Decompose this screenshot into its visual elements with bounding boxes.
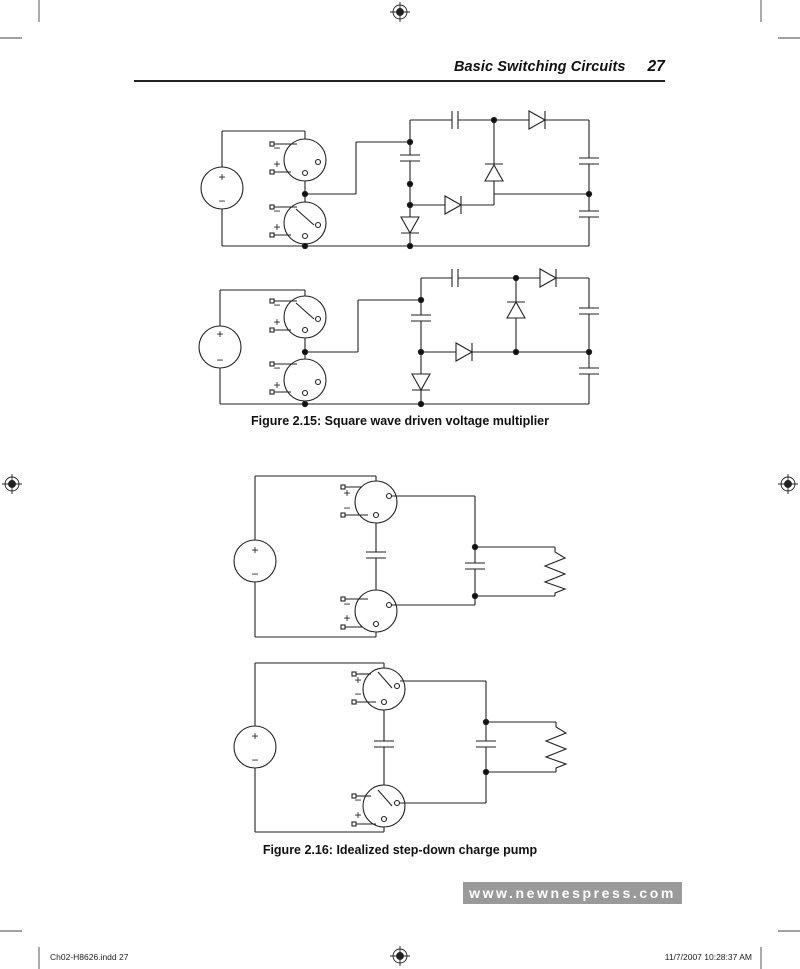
minus-sign: − bbox=[218, 194, 225, 208]
switch-icon bbox=[362, 784, 406, 828]
page-number: 27 bbox=[647, 58, 665, 75]
registration-mark-top bbox=[390, 2, 410, 22]
plus-sign: + bbox=[216, 327, 223, 341]
registration-mark-right bbox=[778, 474, 798, 494]
plus-sign: + bbox=[251, 543, 258, 557]
minus-sign: − bbox=[216, 353, 223, 367]
figure-caption: Figure 2.16: Idealized step-down charge … bbox=[262, 843, 538, 857]
diode-icon bbox=[444, 195, 463, 215]
plus-sign: + bbox=[343, 611, 350, 625]
minus-sign: − bbox=[251, 567, 258, 581]
minus-sign: − bbox=[273, 361, 280, 375]
resistor-icon bbox=[544, 722, 568, 772]
diode-icon bbox=[400, 216, 420, 235]
figure-caption: Figure 2.15: Square wave driven voltage … bbox=[250, 414, 549, 428]
minus-sign: − bbox=[343, 501, 350, 515]
plus-sign: + bbox=[354, 673, 361, 687]
print-timestamp: 11/7/2007 10:28:37 AM bbox=[664, 952, 752, 962]
diode-icon bbox=[528, 110, 547, 130]
plus-sign: + bbox=[343, 486, 350, 500]
plus-sign: + bbox=[251, 729, 258, 743]
plus-sign: + bbox=[273, 220, 280, 234]
diode-icon bbox=[484, 163, 504, 182]
minus-sign: − bbox=[273, 141, 280, 155]
diode-icon bbox=[411, 373, 431, 392]
running-header: Basic Switching Circuits 27 bbox=[454, 58, 665, 76]
plus-sign: + bbox=[354, 808, 361, 822]
fig-2-16-circuit-b bbox=[233, 662, 568, 833]
website-banner: www.newnespress.com bbox=[463, 882, 682, 904]
minus-sign: − bbox=[273, 298, 280, 312]
chapter-title: Basic Switching Circuits bbox=[453, 59, 626, 75]
resistor-icon bbox=[543, 547, 567, 596]
minus-sign: − bbox=[343, 597, 350, 611]
header-rule bbox=[134, 80, 665, 82]
minus-sign: − bbox=[354, 687, 361, 701]
switch-icon bbox=[354, 589, 398, 633]
polarity-labels: + − − + − + + − − + − + + − + − − + + − … bbox=[216, 141, 361, 822]
fig-2-15-circuit-a bbox=[200, 110, 599, 250]
plus-sign: + bbox=[218, 170, 225, 184]
minus-sign: − bbox=[354, 793, 361, 807]
registration-mark-bottom bbox=[390, 946, 410, 966]
plus-sign: + bbox=[273, 378, 280, 392]
diode-icon bbox=[455, 342, 474, 362]
minus-sign: − bbox=[251, 753, 258, 767]
minus-sign: − bbox=[273, 204, 280, 218]
diode-icon bbox=[506, 300, 526, 319]
plus-sign: + bbox=[273, 315, 280, 329]
diode-icon bbox=[539, 268, 558, 288]
fig-2-15-circuit-b bbox=[198, 268, 599, 408]
fig-2-16-circuit-a bbox=[233, 475, 567, 638]
registration-mark-left bbox=[2, 474, 22, 494]
file-slug: Ch02-H8626.indd 27 bbox=[50, 952, 129, 962]
plus-sign: + bbox=[273, 157, 280, 171]
